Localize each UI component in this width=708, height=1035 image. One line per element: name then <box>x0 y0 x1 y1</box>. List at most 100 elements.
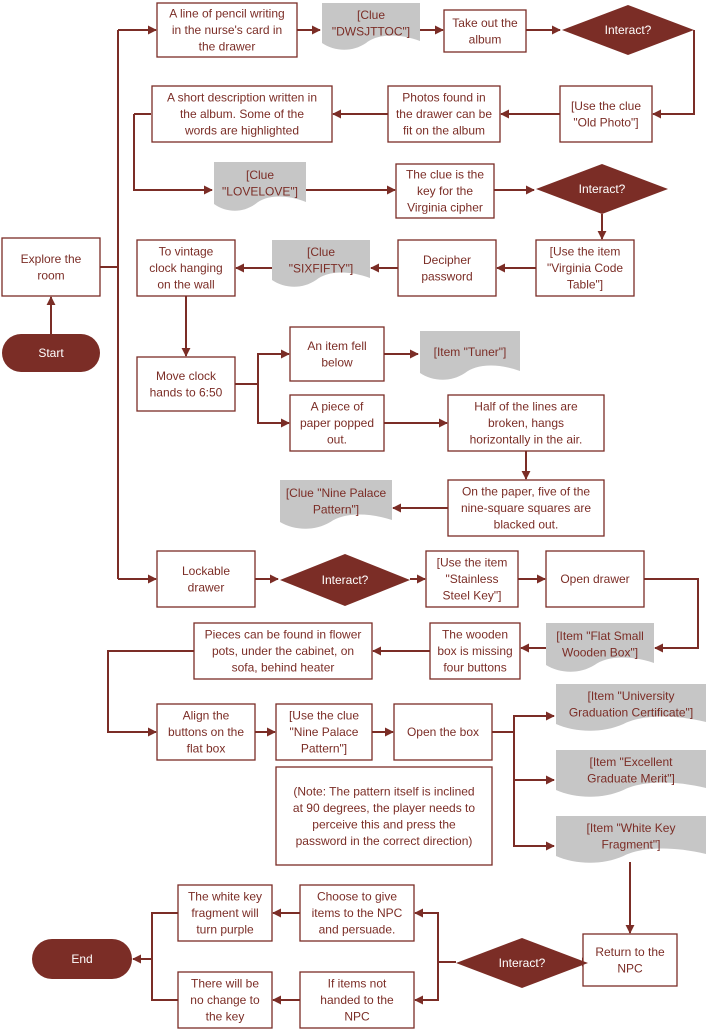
open-box-shape <box>393 703 493 761</box>
use-virginia-table-shape <box>535 239 635 297</box>
photos-found-text: fit on the album <box>403 124 485 138</box>
choose-give-text: Choose to give <box>317 890 397 904</box>
node-interact4: Interact? <box>456 938 588 988</box>
pieces-found-text: Pieces can be found in flower <box>205 628 362 642</box>
return-npc-text: Return to the <box>595 945 665 959</box>
clue-sixfifty-text: "SIXFIFTY"] <box>289 261 354 275</box>
wooden-box-missing-text: four buttons <box>443 661 506 675</box>
clue-nine-palace-shape <box>280 480 392 529</box>
item-white-key-shape <box>556 816 706 863</box>
lockable-drawer-text: Lockable <box>182 564 230 578</box>
note-shape <box>275 766 493 866</box>
edge-move-fell <box>235 349 290 385</box>
five-squares-text: On the paper, five of the <box>462 485 590 499</box>
key-virginia-shape <box>395 163 495 219</box>
paper-popped-text: paper popped <box>300 416 374 430</box>
turn-purple-shape <box>177 884 273 942</box>
photos-found-text: Photos found in <box>402 91 485 105</box>
not-handed-shape <box>299 971 415 1029</box>
end-text: End <box>71 952 92 966</box>
use-steel-key-text: [Use the item <box>437 556 508 570</box>
item-flat-box-text: Wooden Box"] <box>562 645 638 659</box>
start-text: Start <box>38 346 64 360</box>
take-album-text: album <box>469 32 502 46</box>
half-lines-text: horizontally in the air. <box>470 433 583 447</box>
use-virginia-table-text: [Use the item <box>550 245 621 259</box>
move-clock-text: Move clock <box>156 369 217 383</box>
pieces-found-shape <box>193 622 373 680</box>
short-desc-text: A short description written in <box>167 91 317 105</box>
edge-desc-lovelove <box>133 114 213 195</box>
node-take-album: Take out the album <box>443 9 527 53</box>
explore-shape <box>1 237 101 297</box>
open-drawer-shape <box>545 550 645 608</box>
item-merit-text: Graduate Merit"] <box>587 771 675 785</box>
clue-nine-palace-text: Pattern"] <box>313 502 359 516</box>
clue-sixfifty-shape <box>272 240 370 287</box>
pieces-found-text: sofa, behind heater <box>232 661 335 675</box>
return-npc-text: NPC <box>617 961 643 975</box>
node-clue-lovelove: [Clue"LOVELOVE"] <box>214 162 306 211</box>
paper-popped-shape <box>289 394 385 452</box>
photos-found-shape <box>387 85 501 143</box>
pieces-found-text: pots, under the cabinet, on <box>212 644 354 658</box>
node-item-tuner: [Item "Tuner"] <box>420 331 520 380</box>
short-desc-shape <box>151 85 333 143</box>
interact4-shape <box>456 938 588 988</box>
vintage-clock-shape <box>136 239 236 297</box>
not-handed-text: NPC <box>344 1010 370 1024</box>
choose-give-shape <box>299 884 415 942</box>
open-drawer-text: Open drawer <box>560 572 629 586</box>
decipher-shape <box>397 239 497 297</box>
five-squares-shape <box>447 479 605 537</box>
decipher-text: password <box>421 269 472 283</box>
no-change-text: the key <box>206 1010 245 1024</box>
key-virginia-text: Virginia cipher <box>407 201 483 215</box>
turn-purple-text: turn purple <box>196 923 254 937</box>
five-squares-text: blacked out. <box>494 518 559 532</box>
half-lines-text: Half of the lines are <box>474 400 578 414</box>
edge-split-choose <box>414 908 439 962</box>
take-album-text: Take out the <box>452 16 518 30</box>
use-old-photo-text: [Use the clue <box>571 99 641 113</box>
vintage-clock-text: on the wall <box>157 278 214 292</box>
key-virginia-text: The clue is the <box>406 168 484 182</box>
edge-purple-end <box>151 912 178 1001</box>
use-old-photo-text: "Old Photo"] <box>573 115 638 129</box>
node-open-box: Open the box <box>393 703 493 761</box>
align-buttons-shape <box>156 703 256 761</box>
five-squares-text: nine-square squares are <box>461 501 591 515</box>
edge-move-paper <box>257 384 290 428</box>
pencil-shape <box>156 2 298 58</box>
use-nine-palace-text: "Nine Palace <box>290 725 359 739</box>
node-open-drawer: Open drawer <box>545 550 645 608</box>
align-buttons-text: buttons on the <box>168 725 244 739</box>
item-flat-box-text: [Item "Flat Small <box>556 629 644 643</box>
node-interact1: Interact? <box>562 5 694 55</box>
explore-text: Explore the <box>21 252 82 266</box>
clue-lovelove-shape <box>214 162 306 211</box>
paper-popped-text: A piece of <box>311 400 364 414</box>
use-virginia-table-text: "Virginia Code <box>547 261 623 275</box>
item-certificate-text: Graduation Certificate"] <box>569 705 693 719</box>
item-white-key-text: Fragment"] <box>602 837 661 851</box>
